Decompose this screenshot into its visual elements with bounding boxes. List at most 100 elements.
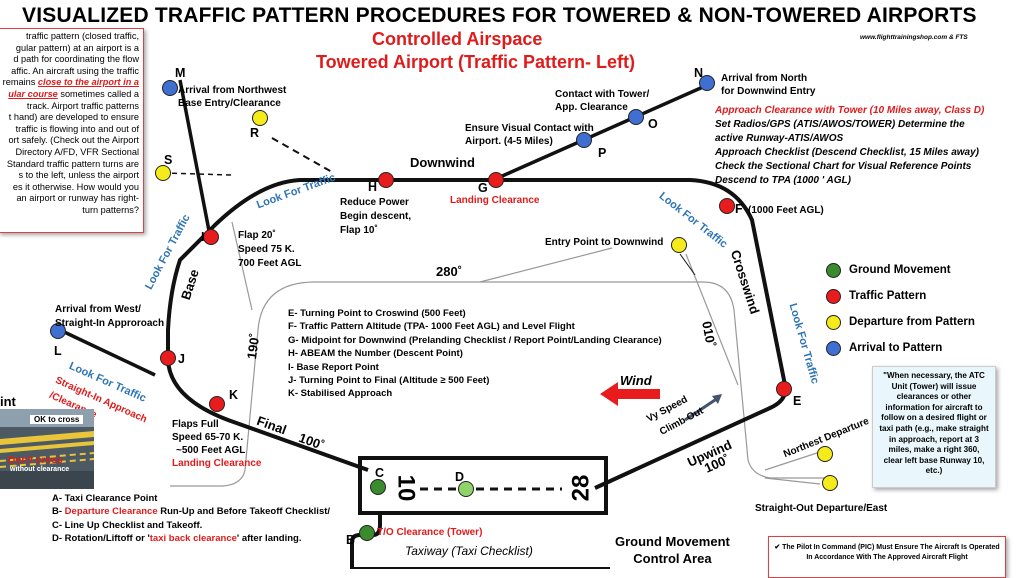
letter-c: C	[375, 466, 385, 480]
point-n-icon	[699, 75, 715, 91]
flap10-label: Flap 10˚	[340, 225, 378, 236]
point-northeast-departure-icon	[817, 446, 833, 462]
downwind-label: Downwind	[410, 155, 475, 170]
legend-item-arrival: Arrival to Pattern	[826, 335, 975, 361]
arrival-northwest-path	[178, 79, 212, 237]
point-entry-downwind-icon	[671, 237, 687, 253]
letter-r: R	[250, 126, 260, 140]
ground-movement-area-label: Ground Movement Control Area	[615, 534, 730, 566]
departure-dot-icon	[826, 314, 841, 330]
subtitle-controlled-airspace: Controlled Airspace	[372, 29, 543, 49]
letter-m: M	[175, 66, 186, 80]
base-entry-label: Base Entry/Clearance	[178, 98, 281, 109]
letter-f: F	[735, 202, 743, 216]
speed6570-label: Speed 65-70 K.	[172, 432, 244, 443]
contact-tower-label: Contact with Tower/	[555, 89, 650, 100]
entry-downwind-label: Entry Point to Downwind	[545, 237, 664, 248]
atc-note-text: "When necessary, the ATC Unit (Tower) wi…	[879, 371, 989, 476]
to-clearance-label: T/O Clearance (Tower)	[377, 527, 483, 538]
app-clearance-label: App. Clearance	[555, 102, 628, 113]
landing-clearance-g-label: Landing Clearance	[450, 195, 540, 206]
letter-b: B	[346, 533, 356, 547]
arrival-dot-icon	[826, 340, 841, 356]
point-h-icon	[378, 172, 394, 188]
begin-descent-label: Begin descent,	[340, 211, 412, 222]
arrival-west-path	[59, 328, 156, 377]
runway	[358, 456, 608, 515]
departure-s-path	[162, 172, 233, 176]
ensure-visual-label: Ensure Visual Contact with	[465, 123, 594, 134]
base-guide-line	[231, 221, 253, 311]
point-s-icon	[155, 165, 171, 181]
pic-note-text: ✔ The Pilot In Command (PIC) Must Ensure…	[774, 544, 1000, 561]
atc-note-box: "When necessary, the ATC Unit (Tower) wi…	[872, 366, 996, 488]
legend: Ground Movement Traffic Pattern Departur…	[826, 257, 975, 361]
point-r-icon	[252, 110, 268, 126]
letter-n: N	[694, 66, 704, 80]
arrival-north-path	[499, 81, 713, 179]
ground-movement-dot-icon	[826, 262, 841, 278]
letter-p: P	[598, 146, 607, 160]
photo-heading: int	[0, 394, 16, 409]
website-credit: www.flighttrainingshop.com & FTS	[860, 34, 968, 41]
entry-point-tick	[679, 253, 696, 276]
straight-out-label: Straight-Out Departure/East	[755, 503, 888, 514]
taxiway-path	[350, 513, 382, 569]
inner-pattern-outline-left	[170, 281, 316, 487]
point-m-icon	[162, 80, 178, 96]
point-c-icon	[370, 479, 386, 495]
crosswind-guide-line	[685, 253, 739, 386]
climb-arrow-icon	[684, 396, 719, 422]
point-east-departure-icon	[822, 475, 838, 491]
page-title: VISUALIZED TRAFFIC PATTERN PROCEDURES FO…	[22, 4, 977, 27]
flaps-full-label: Flaps Full	[172, 419, 219, 430]
reduce-power-label: Reduce Power	[340, 197, 409, 208]
feet500-label: ~500 Feet AGL	[176, 445, 246, 456]
arrival-west-label: Arrival from West/	[55, 304, 141, 315]
intro-box: traffic pattern (closed traffic, gular p…	[0, 28, 144, 233]
point-descriptions: E- Turning Point to Croswind (500 Feet) …	[288, 308, 662, 400]
landing-clearance-k-label: Landing Clearance	[172, 458, 262, 469]
point-o-icon	[628, 109, 644, 125]
departure-r-path	[271, 137, 333, 173]
letter-i: I	[201, 230, 205, 244]
ground-point-descriptions: A- Taxi Clearance Point B- Departure Cle…	[52, 493, 331, 544]
traffic-pattern-dot-icon	[826, 288, 841, 304]
without-clearance-label: without clearance	[10, 466, 70, 473]
runway-number-28: 28	[567, 474, 595, 502]
letter-o: O	[648, 117, 658, 131]
point-k-icon	[209, 396, 225, 412]
wind-label: Wind	[620, 373, 652, 388]
letter-s: S	[164, 153, 173, 167]
point-e-icon	[776, 381, 792, 397]
straight-in-label: Straight-In Approroach	[55, 318, 165, 329]
pic-note-box: ✔ The Pilot In Command (PIC) Must Ensure…	[768, 536, 1006, 578]
letter-l: L	[54, 344, 62, 358]
east-guide-line	[764, 477, 821, 485]
ok-to-cross-label: OK to cross	[30, 415, 84, 424]
dont-cross-label: Don't cross	[8, 455, 63, 466]
letter-e: E	[793, 394, 802, 408]
arrival-northwest-label: Arrival from Northwest	[178, 85, 287, 96]
airport-miles-label: Airport. (4-5 Miles)	[465, 136, 553, 147]
point-i-icon	[203, 229, 219, 245]
point-l-icon	[50, 323, 66, 339]
point-f-icon	[719, 198, 735, 214]
point-j-icon	[160, 350, 176, 366]
intro-text: traffic pattern (closed traffic, gular p…	[2, 31, 139, 215]
point-p-icon	[576, 132, 592, 148]
entry-guide-line	[479, 247, 613, 283]
taxiway-label: Taxiway (Taxi Checklist)	[405, 544, 533, 558]
feet700-label: 700 Feet AGL	[238, 258, 302, 269]
inner-pattern-outline	[315, 281, 835, 479]
climb-arrowhead-icon	[712, 394, 722, 404]
point-g-icon	[488, 172, 504, 188]
runway-number-10: 10	[392, 474, 420, 502]
flap20-label: Flap 20˚	[238, 230, 276, 241]
letter-h: H	[368, 180, 378, 194]
downwind-heading-label: 280˚	[436, 264, 463, 279]
northeast-guide-line	[764, 451, 821, 471]
legend-item-traffic: Traffic Pattern	[826, 283, 975, 309]
downwind-entry-label: for Downwind Entry	[721, 86, 816, 97]
letter-g: G	[478, 181, 488, 195]
